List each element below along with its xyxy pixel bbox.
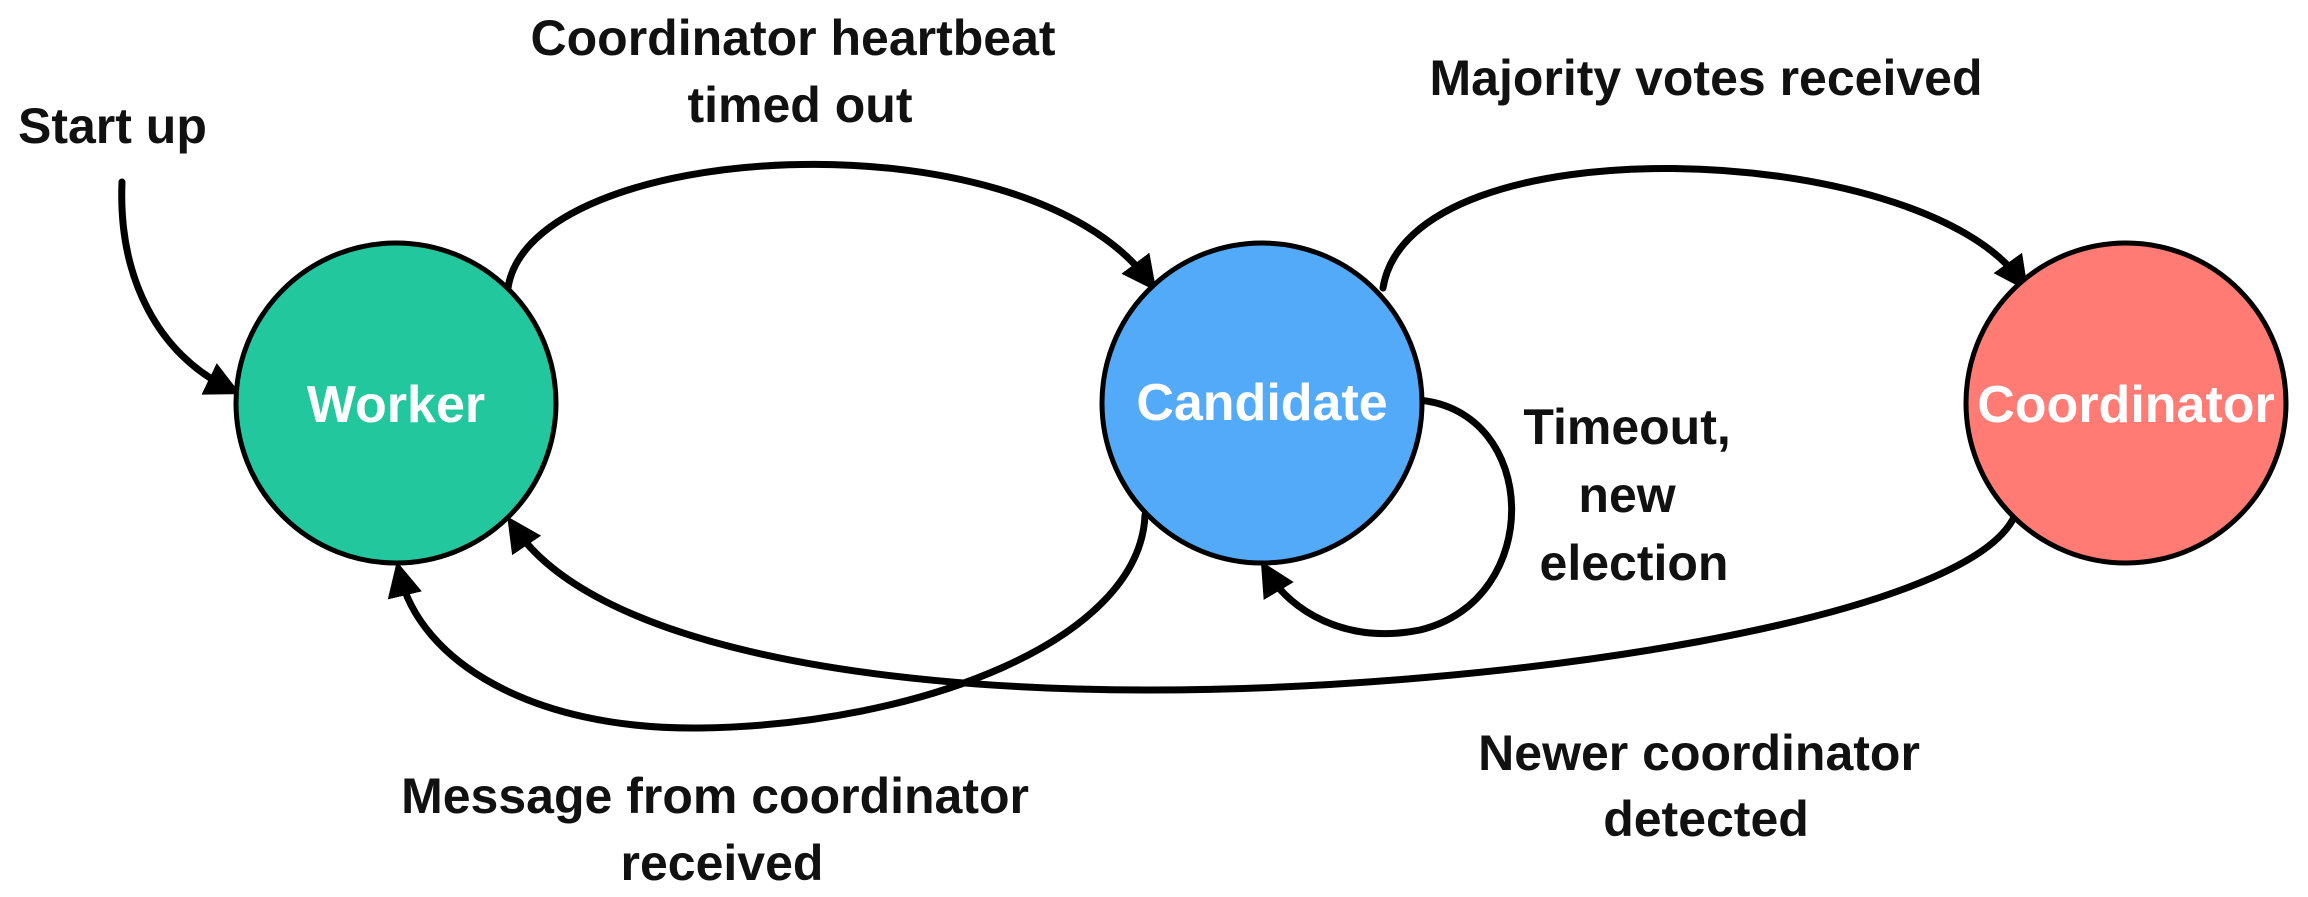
state-coordinator: Coordinator <box>1963 240 2289 566</box>
label-worker-to-candidate-line-2: timed out <box>688 77 913 133</box>
arrow-candidate-to-worker <box>387 511 1149 732</box>
arrow-candidate-to-coordinator <box>1379 165 2029 292</box>
start-arrow <box>118 178 241 395</box>
label-candidate-to-worker: Message from coordinator received <box>401 768 1043 891</box>
label-candidate-to-worker-line-1: Message from coordinator <box>401 768 1029 824</box>
label-worker-to-candidate-line-1: Coordinator heartbeat <box>531 10 1056 66</box>
state-worker: Worker <box>233 240 559 566</box>
state-candidate-label: Candidate <box>1136 374 1387 432</box>
arrow-candidate-self-loop <box>1260 396 1516 638</box>
state-coordinator-label: Coordinator <box>1977 376 2275 434</box>
label-candidate-to-coordinator: Majority votes received <box>1429 50 1982 106</box>
arrow-worker-to-candidate <box>504 160 1157 292</box>
label-coordinator-to-worker: Newer coordinator detected <box>1478 725 1934 847</box>
label-candidate-self-loop-line-1: Timeout, <box>1523 399 1730 455</box>
label-candidate-to-coordinator-line-1: Majority votes received <box>1429 50 1982 106</box>
arrow-coordinator-to-worker <box>507 511 2019 694</box>
state-candidate: Candidate <box>1099 240 1425 566</box>
label-start-up: Start up <box>18 98 207 154</box>
label-candidate-self-loop-line-3: election <box>1540 535 1729 591</box>
label-coordinator-to-worker-line-1: Newer coordinator <box>1478 725 1920 781</box>
label-candidate-self-loop-line-2: new <box>1578 467 1675 523</box>
label-worker-to-candidate: Coordinator heartbeat timed out <box>531 10 1070 133</box>
state-worker-label: Worker <box>307 376 485 434</box>
label-coordinator-to-worker-line-2: detected <box>1603 791 1809 847</box>
label-candidate-self-loop: Timeout, new election <box>1523 399 1744 591</box>
label-candidate-to-worker-line-2: received <box>621 835 824 891</box>
